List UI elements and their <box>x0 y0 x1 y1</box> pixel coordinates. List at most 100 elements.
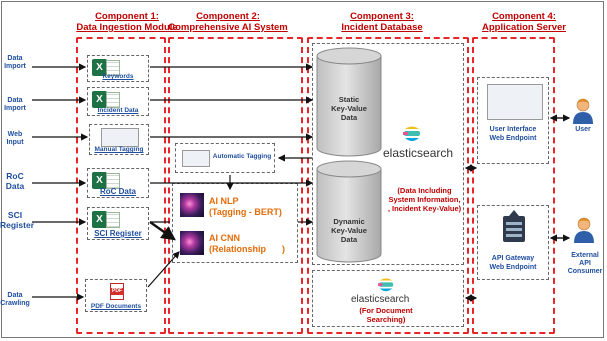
keywords-label: Keywords <box>102 73 134 80</box>
ai-cnn-label: AI CNN (Relationship) <box>209 233 285 255</box>
search-note-line-2: Searching) <box>366 315 406 324</box>
component-4-name: Application Server <box>482 22 566 33</box>
dynamic-line-2: Key-Value <box>331 226 367 235</box>
roc-data-box: X RoC Data <box>87 168 149 198</box>
arrow-pdf-cnn <box>147 251 180 288</box>
database-note: (Data Including System Information, , In… <box>383 186 466 213</box>
pdf-icon: PDF <box>110 283 124 300</box>
neural-network-image <box>180 193 204 217</box>
neural-network-image <box>180 231 204 255</box>
excel-icon: X <box>92 91 107 108</box>
excel-icon: X <box>92 211 107 228</box>
static-line-3: Data <box>340 113 358 122</box>
elasticsearch-label: elasticsearch <box>383 146 454 160</box>
api-gateway-line-2: Web Endpoint <box>489 264 537 271</box>
sci-register-label: SCI Register <box>94 229 142 238</box>
incident-data-box: X Incident Data <box>87 87 149 116</box>
automatic-tagging-box: Automatic Tagging <box>175 143 275 173</box>
component-2-name: Comprehensive AI System <box>168 22 288 33</box>
database-note-line-3: , Incident Key-Value) <box>387 204 462 213</box>
static-data-label: Static Key-Value Data <box>324 95 374 122</box>
component-3-title: Component 3: Incident Database <box>322 11 442 33</box>
component-2-number: Component 2: <box>196 11 260 22</box>
component-1-box <box>76 37 166 334</box>
elasticsearch-icon <box>378 278 394 292</box>
search-note-line-1: (For Document <box>359 306 413 315</box>
sci-register-box: X SCI Register <box>87 207 149 240</box>
component-2-title: Component 2: Comprehensive AI System <box>163 11 293 33</box>
input-data-crawling: Data Crawling <box>0 292 30 307</box>
external-line-1: External <box>571 252 599 259</box>
dynamic-line-1: Dynamic <box>333 217 365 226</box>
search-elasticsearch-label: elasticsearch <box>351 294 410 305</box>
component-4-box <box>472 37 555 334</box>
api-gateway-line-1: API Gateway <box>491 255 535 262</box>
user-icon <box>573 98 593 124</box>
user-icon <box>574 217 594 243</box>
external-api-consumer-label: External API Consumer <box>566 252 604 276</box>
ai-cnn-title: AI CNN <box>209 233 240 243</box>
ai-cnn-subtitle-text: (Relationship <box>209 244 267 254</box>
database-note-line-2: System Information, <box>388 195 461 204</box>
spreadsheet-preview <box>106 173 120 189</box>
ui-endpoint-line-2: Web Endpoint <box>489 135 537 142</box>
static-data-cylinder <box>316 47 382 157</box>
input-roc-data: RoC Data <box>5 171 25 191</box>
manual-tagging-box: Manual Tagging <box>89 124 149 155</box>
spreadsheet-preview <box>106 212 120 228</box>
web-page-preview <box>487 84 543 120</box>
input-web: Web Input <box>6 131 24 146</box>
search-note: (For Document Searching) <box>346 306 426 324</box>
input-data-import-2: Data Import <box>4 97 26 112</box>
api-gateway-label: API Gateway Web Endpoint <box>478 254 548 272</box>
ai-nlp-subtitle: (Tagging - BERT) <box>209 207 282 217</box>
elasticsearch-icon <box>403 126 420 141</box>
component-1-number: Component 1: <box>95 11 159 22</box>
static-line-1: Static <box>338 95 360 104</box>
database-note-line-1: (Data Including <box>397 186 452 195</box>
keywords-box: X Keywords <box>87 55 149 82</box>
database-area <box>312 43 464 265</box>
ui-endpoint-label: User Interface Web Endpoint <box>478 125 548 143</box>
ui-endpoint-box: User Interface Web Endpoint <box>477 77 549 164</box>
ai-nlp-label: AI NLP (Tagging - BERT) <box>209 196 282 218</box>
spreadsheet-preview <box>106 60 120 76</box>
incident-data-label: Incident Data <box>97 107 139 114</box>
static-line-2: Key-Value <box>331 104 367 113</box>
input-sci-register: SCI Register <box>0 210 35 230</box>
ai-cnn-subtitle-close: ) <box>282 244 286 254</box>
pdf-icon-band: PDF <box>110 288 124 295</box>
manual-tagging-label: Manual Tagging <box>94 146 144 153</box>
dynamic-data-label: Dynamic Key-Value Data <box>324 217 374 244</box>
automatic-tagging-label: Automatic Tagging <box>212 153 272 160</box>
ai-cnn-subtitle: (Relationship) <box>209 244 285 255</box>
roc-data-label: RoC Data <box>99 187 136 196</box>
component-4-title: Component 4: Application Server <box>464 11 584 33</box>
pdf-documents-label: PDF Documents <box>90 303 142 310</box>
user-label: User <box>575 126 591 133</box>
component-2-box <box>168 37 303 334</box>
component-4-number: Component 4: <box>492 11 556 22</box>
component-3-name: Incident Database <box>341 22 423 33</box>
excel-icon: X <box>92 172 107 189</box>
pdf-documents-box: PDF PDF Documents <box>85 279 147 312</box>
excel-icon: X <box>92 59 107 76</box>
component-3-number: Component 3: <box>350 11 414 22</box>
dynamic-data-cylinder <box>316 160 382 263</box>
dynamic-line-3: Data <box>340 235 358 244</box>
api-gateway-icon <box>503 210 525 242</box>
search-area <box>312 270 464 327</box>
ui-endpoint-line-1: User Interface <box>489 126 537 133</box>
spreadsheet-preview <box>106 92 120 108</box>
web-page-preview <box>182 150 210 167</box>
api-gateway-box: API Gateway Web Endpoint <box>477 205 549 280</box>
external-line-3: Consumer <box>567 268 603 275</box>
ai-nlp-title: AI NLP <box>209 196 239 206</box>
arrow-sci-cnn <box>149 221 176 241</box>
external-line-2: API <box>579 260 591 267</box>
component-1-name: Data Ingestion Module <box>76 22 178 33</box>
component-1-title: Component 1: Data Ingestion Module <box>62 11 192 33</box>
input-data-import-1: Data Import <box>4 55 26 70</box>
